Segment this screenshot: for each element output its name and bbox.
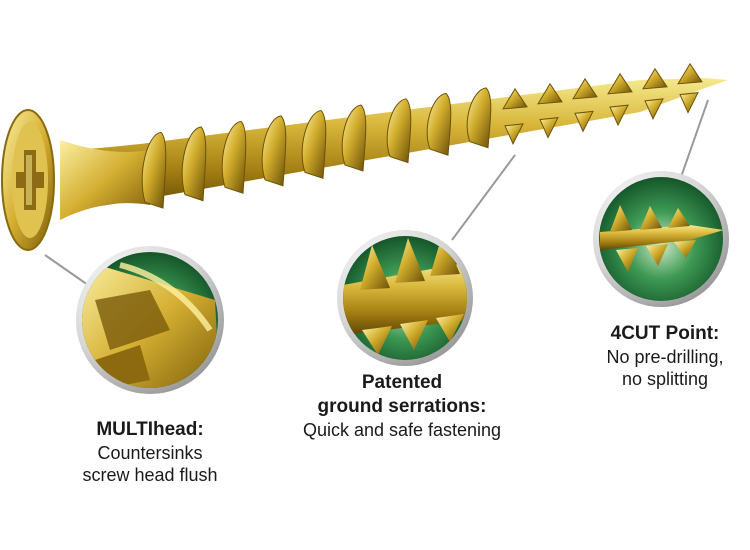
caption-serrations-title-1: Patented (361, 372, 443, 393)
caption-4cut-line-1: No pre-drilling, (606, 346, 724, 367)
serration-tooth (572, 77, 598, 100)
caption-4cut-title: 4CUT Point: (610, 323, 720, 344)
caption-multihead-line-1: Countersinks (97, 442, 203, 463)
serration-tooth (607, 72, 633, 95)
serration-tooth (609, 104, 629, 127)
serration-tooth (644, 98, 664, 120)
serration-tooth (537, 82, 563, 105)
caption-multihead-title: MULTIhead: (96, 419, 204, 440)
lens-4cut-point (593, 171, 729, 307)
screw-head (1, 109, 55, 251)
screw-threads (141, 87, 492, 209)
lens-multihead (76, 246, 224, 394)
thread-crest (386, 98, 412, 164)
serration-tooth (679, 91, 699, 114)
caption-serrations: Patented ground serrations: Quick and sa… (262, 371, 542, 441)
serration-tooth (502, 87, 528, 110)
thread-crest (221, 120, 247, 194)
caption-serrations-line-1: Quick and safe fastening (302, 419, 502, 440)
caption-multihead-line-2: screw head flush (82, 465, 218, 486)
lens-serrations (337, 230, 473, 366)
serration-tooth (574, 110, 594, 133)
caption-serrations-title-2: ground serrations: (317, 395, 487, 417)
caption-4cut-point: 4CUT Point: No pre-drilling, no splittin… (585, 322, 745, 391)
serration-tooth (642, 67, 668, 90)
caption-4cut-line-2: no splitting (621, 369, 709, 390)
thread-crest (341, 104, 367, 172)
thread-crest (181, 126, 207, 202)
thread-crest (426, 92, 452, 156)
ground-serrations (502, 62, 703, 145)
thread-crest (261, 115, 287, 187)
serration-tooth (539, 116, 559, 139)
thread-crest (301, 109, 327, 180)
thread-crest (466, 87, 492, 149)
serration-tooth (677, 62, 703, 85)
thread-crest (141, 131, 167, 209)
caption-multihead: MULTIhead: Countersinks screw head flush (50, 418, 250, 487)
serration-tooth (504, 123, 524, 145)
